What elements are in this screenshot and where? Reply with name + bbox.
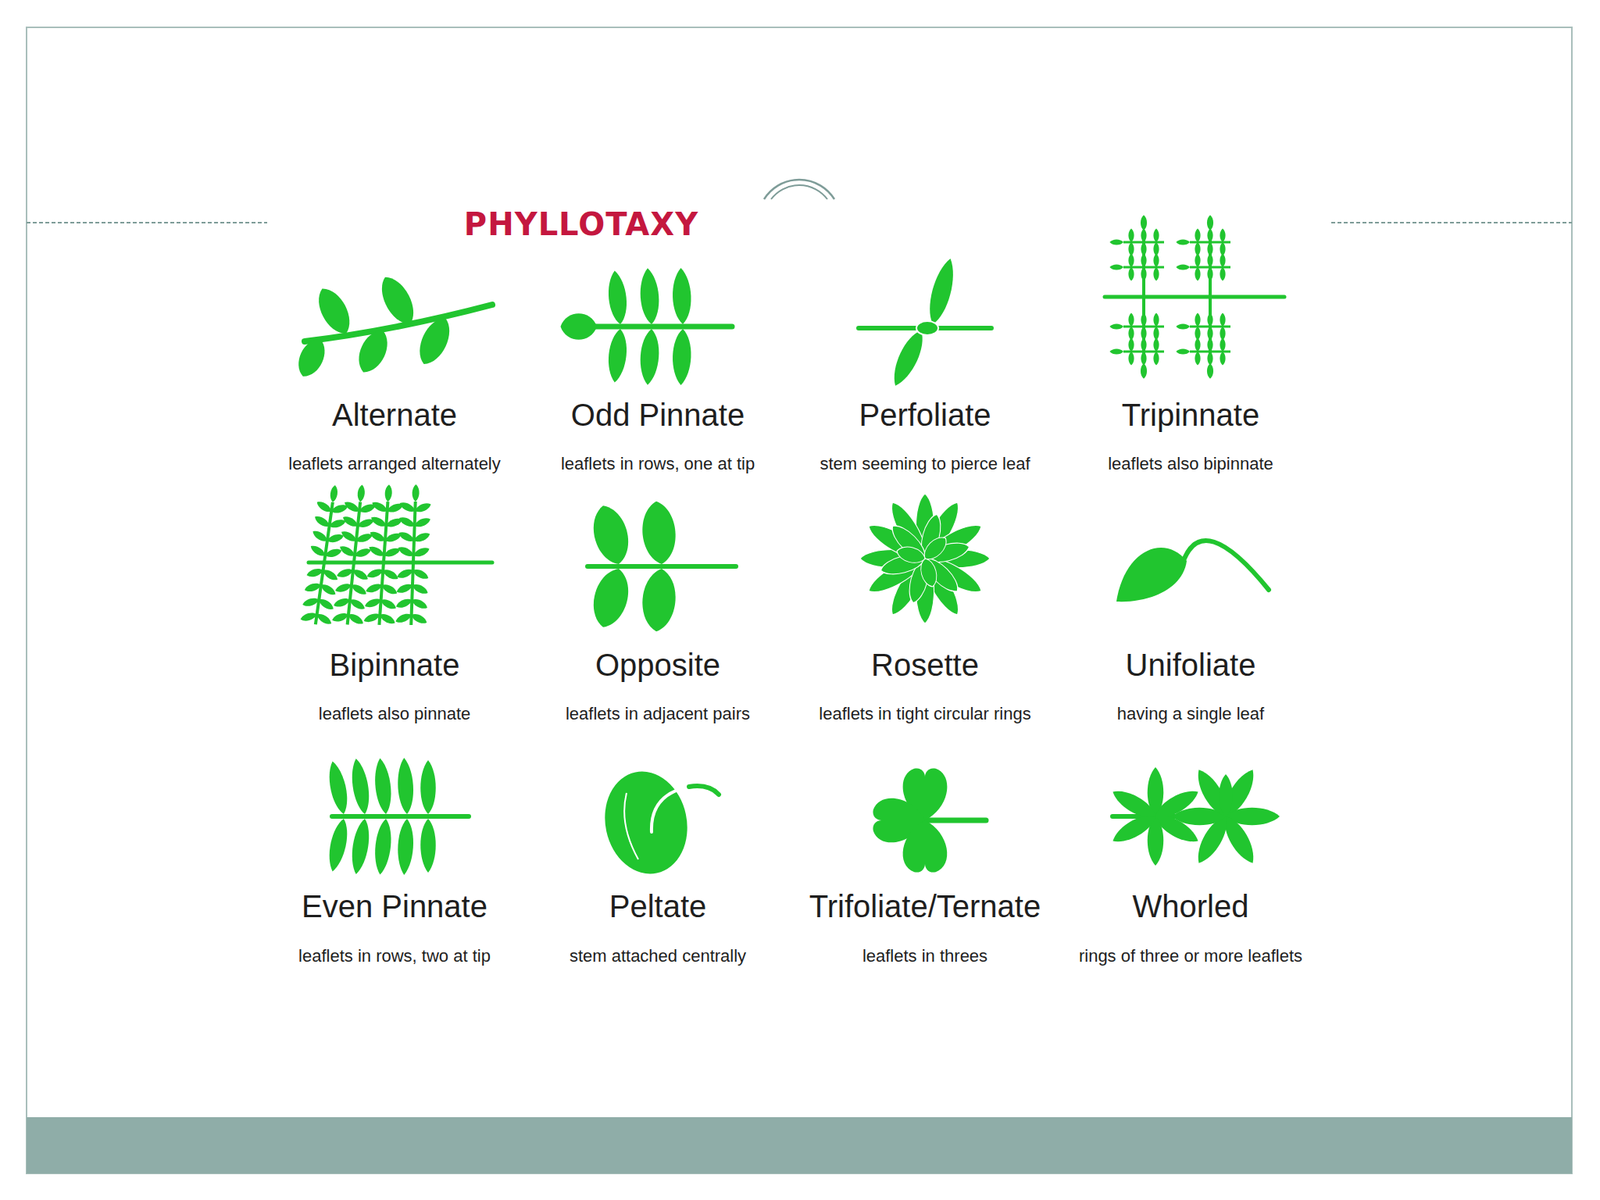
peltate-icon [595, 764, 719, 883]
opposite-icon [587, 500, 736, 633]
arrangement-name: Rosette [871, 646, 979, 683]
arrangement-name: Odd Pinnate [571, 396, 745, 433]
arrangement-description: stem seeming to pierce leaf [819, 453, 1030, 474]
arrangement-description: leaflets in tight circular rings [818, 703, 1031, 724]
ornament-arc [771, 185, 828, 200]
unifoliate-icon [1116, 540, 1269, 602]
alternate-icon [292, 271, 493, 382]
slide-frame [26, 27, 1572, 1174]
arrangement-description: rings of three or more leaflets [1078, 946, 1303, 966]
tripinnate-icon [1104, 214, 1285, 379]
arrangement-description: leaflets in rows, one at tip [560, 453, 755, 474]
arrangement-name: Peltate [609, 888, 708, 925]
arrangement-name: Opposite [595, 646, 721, 683]
rule-line [1331, 221, 1572, 224]
arrangement-description: having a single leaf [1117, 703, 1265, 724]
bipinnate-icon [298, 482, 493, 628]
arrangement-name: Perfoliate [859, 396, 992, 433]
footer-bar [26, 1117, 1572, 1174]
perfoliate-icon [858, 256, 992, 390]
arrangement-description: leaflets arranged alternately [288, 453, 501, 474]
whorled-icon [1108, 765, 1280, 868]
rule-line [26, 221, 268, 224]
arrangement-name: Unifoliate [1125, 646, 1257, 683]
arrangement-name: Tripinnate [1121, 396, 1260, 433]
arrangement-description: stem attached centrally [569, 946, 747, 966]
arrangement-name: Bipinnate [329, 646, 461, 683]
arrangement-name: Alternate [332, 396, 458, 433]
arrangement-description: leaflets also pinnate [318, 703, 471, 724]
arrangement-description: leaflets in adjacent pairs [565, 703, 750, 724]
odd-pinnate-icon [560, 267, 733, 386]
rosette-icon [859, 492, 990, 624]
diagram-title: PHYLLOTAXY [464, 206, 699, 243]
arrangement-name: Whorled [1132, 888, 1250, 925]
even-pinnate-icon [325, 757, 469, 875]
arrangement-description: leaflets in threes [862, 946, 988, 966]
trifoliate-icon [872, 767, 986, 872]
arrangement-name: Trifoliate/Ternate [809, 888, 1041, 925]
arrangement-description: leaflets also bipinnate [1107, 453, 1274, 474]
arrangement-name: Even Pinnate [301, 888, 488, 925]
arrangement-description: leaflets in rows, two at tip [298, 946, 491, 966]
ornament-arc [764, 179, 835, 200]
